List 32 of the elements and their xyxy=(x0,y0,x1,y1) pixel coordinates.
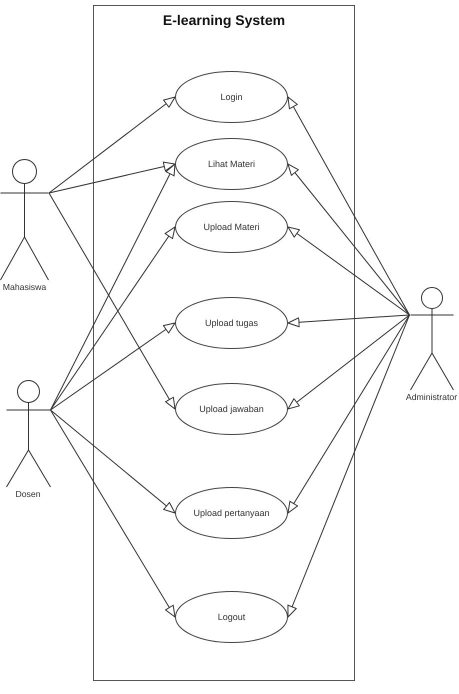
use-case-ellipse xyxy=(175,201,288,253)
actor-name: Dosen xyxy=(15,489,41,500)
use-case-label: Login xyxy=(220,92,243,102)
use-case-label: Upload Materi xyxy=(203,222,260,232)
use-case-label: Upload jawaban xyxy=(199,404,264,414)
association-arrow xyxy=(287,314,410,618)
use-case-label: Logout xyxy=(218,612,246,622)
use-case-ellipse xyxy=(175,591,288,643)
system-boundary xyxy=(93,5,355,681)
system-title: E-learning System xyxy=(162,12,286,28)
use-case-label: Lihat Materi xyxy=(208,158,256,170)
association-arrow xyxy=(288,164,410,316)
association-arrow xyxy=(288,314,410,328)
use-case-label: Upload tugas xyxy=(204,318,258,328)
association-arrow xyxy=(50,226,176,410)
actor-name: Mahasiswa xyxy=(2,282,46,293)
use-case-ellipse xyxy=(175,138,288,190)
actor-name: Administrator xyxy=(406,392,458,403)
association-arrow xyxy=(288,226,410,316)
association-arrow xyxy=(50,322,176,410)
association-arrow xyxy=(50,410,176,618)
association-arrow xyxy=(48,96,176,194)
association-arrow xyxy=(288,314,410,514)
use-case-ellipse xyxy=(175,297,288,349)
association-arrow xyxy=(288,96,410,316)
use-case-ellipse xyxy=(175,383,288,435)
association-arrow xyxy=(48,162,176,194)
association-arrow xyxy=(288,314,410,410)
use-case-ellipse xyxy=(175,487,288,539)
association-arrow xyxy=(50,410,176,514)
use-case-ellipse xyxy=(175,71,288,123)
use-case-label: Upload pertanyaan xyxy=(193,508,270,518)
